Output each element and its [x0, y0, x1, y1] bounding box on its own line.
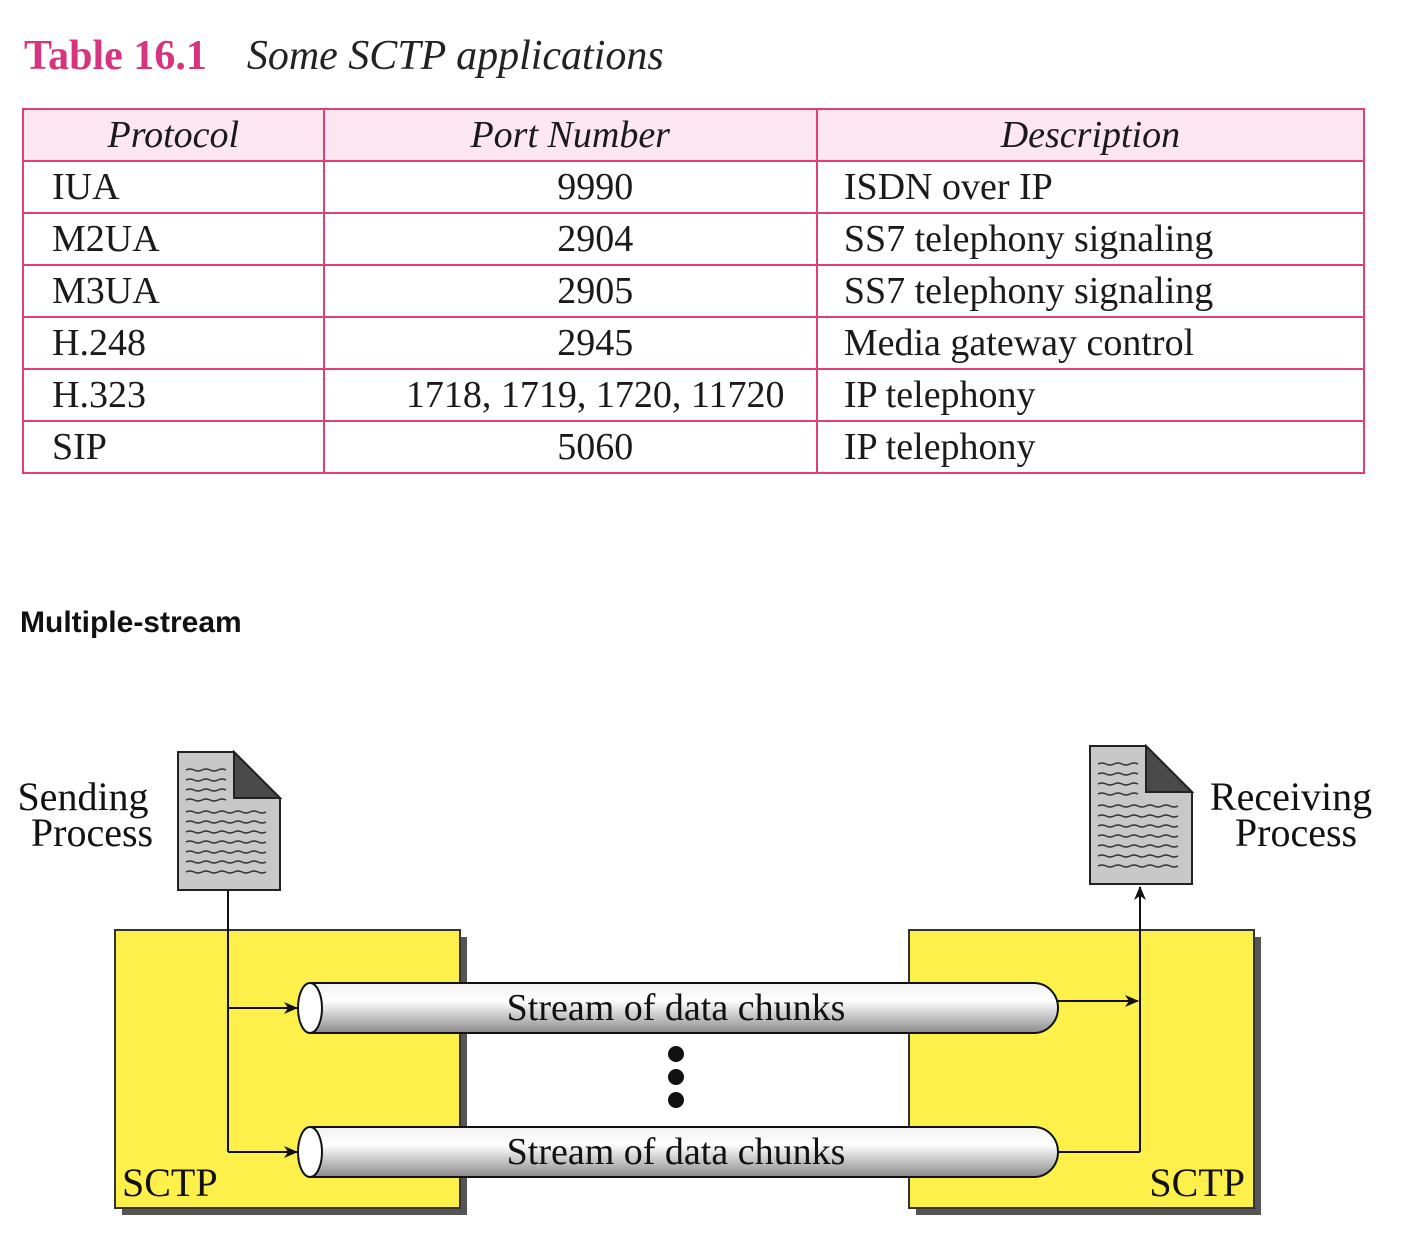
port-cell: 9990 — [322, 160, 818, 214]
sending-line-2: Process — [31, 810, 153, 855]
table-row: H.248 2945 Media gateway control — [22, 316, 1366, 370]
protocol-cell: M2UA — [22, 212, 325, 266]
description-cell: IP telephony — [815, 420, 1366, 474]
section-heading: Multiple-stream — [20, 606, 242, 639]
header-protocol: Protocol — [22, 108, 325, 162]
port-cell: 2905 — [322, 264, 818, 318]
protocol-cell: H.323 — [22, 368, 325, 422]
receiving-line-2: Process — [1235, 810, 1357, 855]
description-cell: SS7 telephony signaling — [815, 264, 1366, 318]
table-row: IUA 9990 ISDN over IP — [22, 160, 1366, 214]
port-cell: 2945 — [322, 316, 818, 370]
sctp-label-right: SCTP — [1149, 1160, 1245, 1205]
protocol-cell: SIP — [22, 420, 325, 474]
header-port-number: Port Number — [322, 108, 818, 162]
table-number: Table 16.1 — [24, 33, 207, 79]
port-cell: 2904 — [322, 212, 818, 266]
sender-connector — [227, 890, 298, 1158]
document-icon — [1089, 743, 1195, 885]
table-row: M3UA 2905 SS7 telephony signaling — [22, 264, 1366, 318]
table-row: SIP 5060 IP telephony — [22, 420, 1366, 474]
description-cell: IP telephony — [815, 368, 1366, 422]
protocol-cell: IUA — [22, 160, 325, 214]
description-cell: ISDN over IP — [815, 160, 1366, 214]
document-icon — [177, 749, 283, 891]
more-streams-dots — [668, 1046, 684, 1108]
stream-pipe-bottom: Stream of data chunks — [297, 1126, 1059, 1178]
sending-process-label: Sending Process — [17, 774, 158, 855]
header-description: Description — [815, 108, 1366, 162]
sending-line-1: Sending — [17, 774, 148, 819]
sctp-label-left: SCTP — [122, 1160, 218, 1205]
multiple-stream-diagram: SCTP SCTP — [17, 743, 1382, 1215]
stream-label-top: Stream of data chunks — [507, 987, 846, 1029]
table-row: M2UA 2904 SS7 telephony signaling — [22, 212, 1366, 266]
protocol-cell: M3UA — [22, 264, 325, 318]
receiving-line-1: Receiving — [1210, 774, 1372, 819]
receiving-process-label: Receiving Process — [1210, 774, 1382, 855]
port-cell: 1718, 1719, 1720, 11720 — [322, 368, 818, 422]
stream-pipe-top: Stream of data chunks — [297, 982, 1059, 1034]
sctp-applications-table: Protocol Port Number Description IUA 999… — [22, 108, 1366, 474]
description-cell: Media gateway control — [815, 316, 1366, 370]
table-row: H.323 1718, 1719, 1720, 11720 IP telepho… — [22, 368, 1366, 422]
description-cell: SS7 telephony signaling — [815, 212, 1366, 266]
port-cell: 5060 — [322, 420, 818, 474]
receiver-connector — [1058, 886, 1146, 1153]
table-title: Some SCTP applications — [246, 33, 664, 79]
table-header-row: Protocol Port Number Description — [22, 108, 1366, 162]
protocol-cell: H.248 — [22, 316, 325, 370]
stream-label-bottom: Stream of data chunks — [507, 1131, 846, 1173]
table-caption: Table 16.1 Some SCTP applications — [24, 28, 664, 84]
